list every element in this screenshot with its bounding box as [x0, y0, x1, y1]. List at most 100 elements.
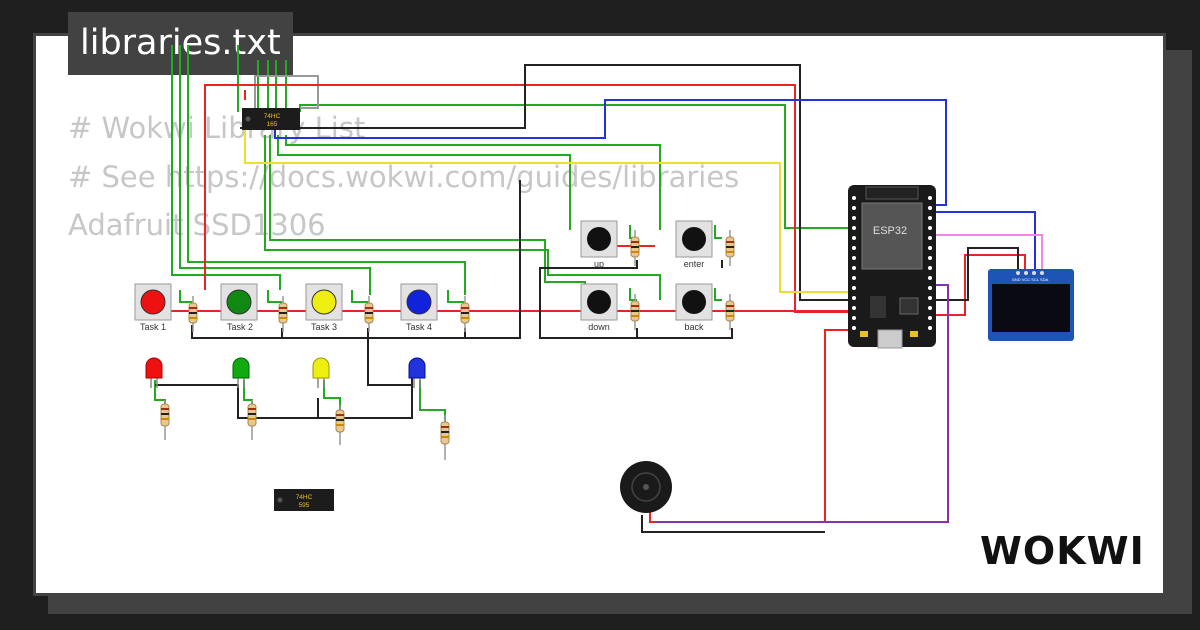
chip-label-bottom: 595 [299, 502, 310, 509]
task-button-1[interactable]: Task 1 [134, 283, 172, 332]
task-button-4[interactable]: Task 4 [400, 283, 438, 332]
chip-label-bottom: 165 [267, 121, 278, 128]
oled-pin [1032, 271, 1036, 275]
button-label: enter [684, 259, 705, 269]
nav-button-back[interactable]: back [675, 283, 713, 332]
buzzer-ring [631, 472, 661, 502]
wire-green [267, 290, 282, 303]
nav-button-down[interactable]: down [580, 283, 618, 332]
wire-blue [935, 211, 1036, 272]
button-cap [682, 290, 706, 314]
wire-green [419, 380, 446, 425]
shift-register-595[interactable]: 74HC 595 [274, 489, 334, 511]
wire-green [171, 45, 281, 290]
resistor[interactable] [160, 400, 170, 440]
wires [140, 45, 1043, 533]
led-blue[interactable] [408, 357, 426, 388]
wire-green [714, 288, 722, 301]
button-label: down [588, 322, 610, 332]
esp32-board[interactable]: ESP32 [848, 185, 936, 349]
wire-black [191, 180, 521, 339]
led-red[interactable] [145, 357, 163, 388]
button-cap [140, 289, 166, 315]
wire-green [179, 45, 371, 295]
usb-port [877, 329, 903, 349]
task-button-2[interactable]: Task 2 [220, 283, 258, 332]
wire-black [240, 64, 855, 301]
board-pins-left [852, 196, 856, 330]
board-label: ESP32 [873, 225, 907, 237]
oled-pin [1024, 271, 1028, 275]
resistor[interactable] [460, 296, 470, 332]
led-indicator [910, 331, 918, 337]
button-cap [406, 289, 432, 315]
wire-black [155, 384, 319, 419]
button-label: Task 3 [311, 322, 337, 332]
resistor[interactable] [335, 405, 345, 445]
buzzer[interactable] [620, 461, 672, 513]
wire-black [367, 328, 413, 386]
chip-label-top: 74HC [264, 113, 281, 120]
shift-register-165[interactable]: 74HC 165 [242, 108, 300, 130]
wire-black [539, 260, 733, 339]
wire-green [714, 225, 722, 239]
wire-green [299, 104, 855, 229]
task-button-3[interactable]: Task 3 [305, 283, 343, 332]
resistor[interactable] [278, 296, 288, 332]
wire-gray [254, 75, 319, 109]
oled-pin [1040, 271, 1044, 275]
chip-label-top: 74HC [296, 494, 313, 501]
resistor[interactable] [188, 296, 198, 332]
antenna [865, 186, 919, 200]
wire-purple [655, 284, 949, 523]
resistor[interactable] [247, 400, 257, 440]
wire-green [277, 135, 571, 230]
wire-green [187, 45, 466, 295]
button-cap [311, 289, 337, 315]
resistor[interactable] [630, 294, 640, 330]
wire-black [641, 515, 825, 533]
wire-green [264, 135, 661, 300]
brand-name: WOKWI [980, 529, 1145, 573]
oled-display[interactable]: GND VCC SCL SDA [988, 269, 1074, 341]
wire-green [285, 135, 661, 230]
led-green[interactable] [232, 357, 250, 388]
wire-black [318, 385, 413, 419]
resistor[interactable] [725, 294, 735, 330]
wire-blue [274, 99, 947, 206]
wire-red [935, 254, 1026, 316]
led-yellow[interactable] [312, 357, 330, 388]
resistor[interactable] [364, 296, 374, 332]
nav-button-enter[interactable]: enter [675, 220, 713, 269]
wire-green [269, 135, 586, 300]
board-pins-right [928, 196, 932, 330]
button-label: Task 1 [140, 322, 166, 332]
wire-green [629, 225, 637, 239]
regulator [870, 296, 886, 318]
resistor[interactable] [440, 415, 450, 460]
resistor[interactable] [725, 230, 735, 266]
wire-red [204, 84, 855, 313]
nav-button-up[interactable]: up [580, 220, 618, 269]
led-indicator [860, 331, 868, 337]
button-cap [587, 290, 611, 314]
button-label: up [594, 259, 604, 269]
usb-chip [899, 297, 919, 315]
oled-pin-labels: GND VCC SCL SDA [1012, 277, 1049, 282]
button-label: back [684, 322, 704, 332]
wire-red [649, 329, 855, 523]
wire-pink [935, 234, 1043, 272]
chip-notch [277, 497, 283, 503]
button-cap [682, 227, 706, 251]
resistors [160, 230, 735, 460]
wire-green [629, 288, 637, 301]
wire-green [179, 290, 192, 303]
chip-notch [245, 116, 251, 122]
oled-screen [992, 284, 1070, 332]
resistor[interactable] [630, 230, 640, 266]
button-label: Task 4 [406, 322, 432, 332]
wire-green [351, 290, 368, 303]
wokwi-logo: WOKWI [980, 529, 1145, 573]
button-label: Task 2 [227, 322, 253, 332]
buzzer-hole [643, 484, 649, 490]
